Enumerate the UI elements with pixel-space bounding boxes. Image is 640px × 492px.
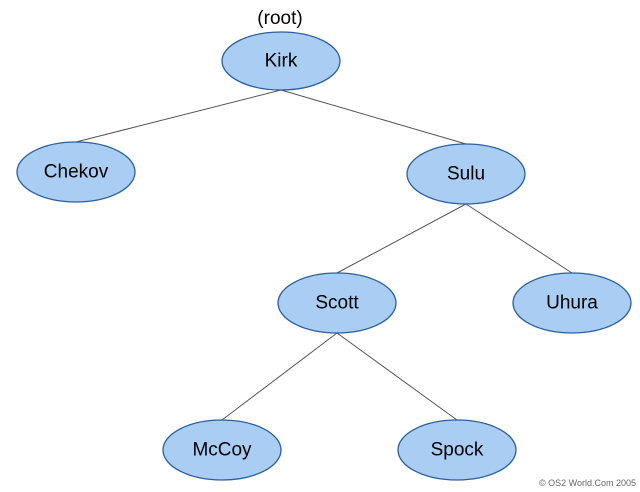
edge-sulu-scott xyxy=(336,203,467,274)
node-label-sulu: Sulu xyxy=(447,164,485,185)
node-ellipse-kirk xyxy=(221,31,341,91)
node-label-uhura: Uhura xyxy=(546,293,598,314)
node-mccoy: McCoy xyxy=(162,419,282,481)
node-scott: Scott xyxy=(277,272,397,334)
node-ellipse-chekov xyxy=(16,141,136,203)
node-label-spock: Spock xyxy=(431,440,484,461)
edge-kirk-sulu xyxy=(280,89,467,145)
node-sulu: Sulu xyxy=(406,143,526,205)
edge-scott-spock xyxy=(336,332,458,421)
root-marker-label: (root) xyxy=(257,8,302,29)
node-ellipse-mccoy xyxy=(162,419,282,481)
node-ellipse-sulu xyxy=(406,143,526,205)
node-ellipse-uhura xyxy=(512,272,632,334)
copyright-notice: © OS2 World.Com 2005 xyxy=(539,478,636,488)
tree-edges xyxy=(75,89,573,421)
edge-sulu-uhura xyxy=(465,203,573,274)
edge-scott-mccoy xyxy=(221,332,338,421)
node-kirk: Kirk xyxy=(221,31,341,91)
node-label-chekov: Chekov xyxy=(44,162,109,183)
node-spock: Spock xyxy=(397,419,517,481)
edge-kirk-chekov xyxy=(75,89,282,143)
node-label-scott: Scott xyxy=(315,293,359,314)
node-chekov: Chekov xyxy=(16,141,136,203)
node-ellipse-spock xyxy=(397,419,517,481)
node-label-kirk: Kirk xyxy=(265,51,298,72)
node-label-mccoy: McCoy xyxy=(192,440,252,461)
node-ellipse-scott xyxy=(277,272,397,334)
node-uhura: Uhura xyxy=(512,272,632,334)
